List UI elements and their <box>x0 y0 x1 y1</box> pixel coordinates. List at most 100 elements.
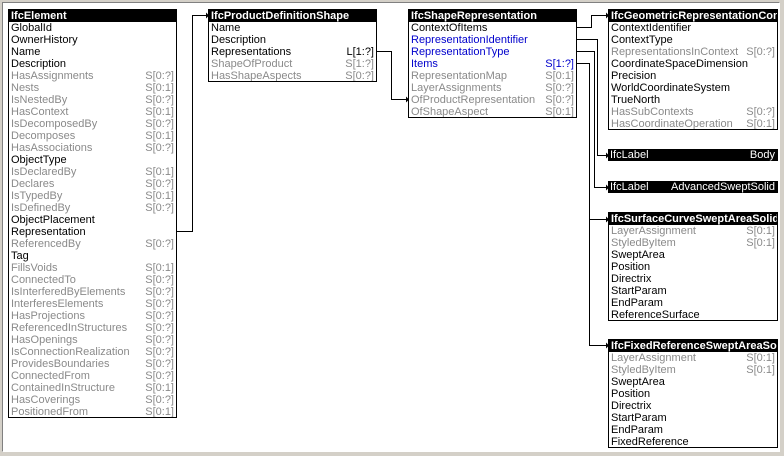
attribute-directrix[interactable]: Directrix <box>609 400 777 412</box>
attribute-position[interactable]: Position <box>609 261 777 273</box>
attribute-name[interactable]: Name <box>209 22 376 34</box>
attribute-name: Position <box>611 388 651 400</box>
attribute-object-type[interactable]: ObjectType <box>9 154 176 166</box>
attribute-end-param[interactable]: EndParam <box>609 297 777 309</box>
attribute-name: Name <box>11 46 41 58</box>
attribute-owner-history[interactable]: OwnerHistory <box>9 34 176 46</box>
attribute-cardinality: S[0:?] <box>145 70 174 82</box>
attribute-cardinality: S[0:?] <box>145 202 174 214</box>
entity-title: IfcGeometricRepresentationContext <box>609 10 777 22</box>
attribute-name: RepresentationIdentifier <box>411 34 528 46</box>
attribute-reference-surface[interactable]: ReferenceSurface <box>609 309 777 320</box>
attribute-name: ContainedInStructure <box>11 382 115 394</box>
attribute-coordinate-space-dimension[interactable]: CoordinateSpaceDimension <box>609 58 777 70</box>
attribute-context-of-items[interactable]: ContextOfItems <box>409 22 576 34</box>
attribute-world-coordinate-system[interactable]: WorldCoordinateSystem <box>609 82 777 94</box>
attribute-context-identifier[interactable]: ContextIdentifier <box>609 22 777 34</box>
attribute-fixed-reference[interactable]: FixedReference <box>609 436 777 447</box>
attribute-cardinality: S[0:?] <box>545 82 574 94</box>
attribute-swept-area[interactable]: SweptArea <box>609 376 777 388</box>
attribute-context-type[interactable]: ContextType <box>609 34 777 46</box>
attribute-object-placement[interactable]: ObjectPlacement <box>9 214 176 226</box>
attribute-description[interactable]: Description <box>9 58 176 70</box>
type-value-box-body[interactable]: IfcLabel Body <box>608 149 778 161</box>
attribute-start-param[interactable]: StartParam <box>609 285 777 297</box>
attribute-name: IsDecomposedBy <box>11 118 98 130</box>
entity-ifc-surface-curve-swept-area-solid[interactable]: IfcSurfaceCurveSweptAreaSolid LayerAssig… <box>608 212 778 321</box>
arrowhead-context <box>606 12 609 19</box>
attribute-representation-identifier[interactable]: RepresentationIdentifier <box>409 34 576 46</box>
attribute-swept-area[interactable]: SweptArea <box>609 249 777 261</box>
attribute-directrix[interactable]: Directrix <box>609 273 777 285</box>
attribute-cardinality: S[0:?] <box>746 46 775 58</box>
attribute-description[interactable]: Description <box>209 34 376 46</box>
attribute-tag[interactable]: Tag <box>9 250 176 262</box>
entity-ifc-geometric-representation-context[interactable]: IfcGeometricRepresentationContext Contex… <box>608 9 778 130</box>
attribute-name: Precision <box>611 70 657 82</box>
entity-title: IfcFixedReferenceSweptAreaSolid <box>609 340 777 352</box>
attribute-position[interactable]: Position <box>609 388 777 400</box>
attribute-name: HasCoordinateOperation <box>611 118 733 130</box>
attribute-global-id[interactable]: GlobalId <box>9 22 176 34</box>
type-value-box-advanced-swept-solid[interactable]: IfcLabel AdvancedSweptSolid <box>608 181 778 193</box>
attribute-cardinality: S[0:?] <box>145 358 174 370</box>
entity-ifc-fixed-reference-swept-area-solid[interactable]: IfcFixedReferenceSweptAreaSolid LayerAss… <box>608 339 778 448</box>
attribute-cardinality: S[0:?] <box>145 310 174 322</box>
attribute-name: IsInterferedByElements <box>11 286 126 298</box>
attribute-cardinality: S[0:?] <box>145 346 174 358</box>
attribute-start-param[interactable]: StartParam <box>609 412 777 424</box>
attribute-representation[interactable]: Representation <box>9 226 176 238</box>
attribute-name[interactable]: Name <box>9 46 176 58</box>
attribute-representation-type[interactable]: RepresentationType <box>409 46 576 58</box>
attribute-precision[interactable]: Precision <box>609 70 777 82</box>
attribute-name: HasOpenings <box>11 334 78 346</box>
attribute-end-param[interactable]: EndParam <box>609 424 777 436</box>
attribute-cardinality: S[0:1] <box>145 190 174 202</box>
attribute-true-north[interactable]: TrueNorth <box>609 94 777 106</box>
